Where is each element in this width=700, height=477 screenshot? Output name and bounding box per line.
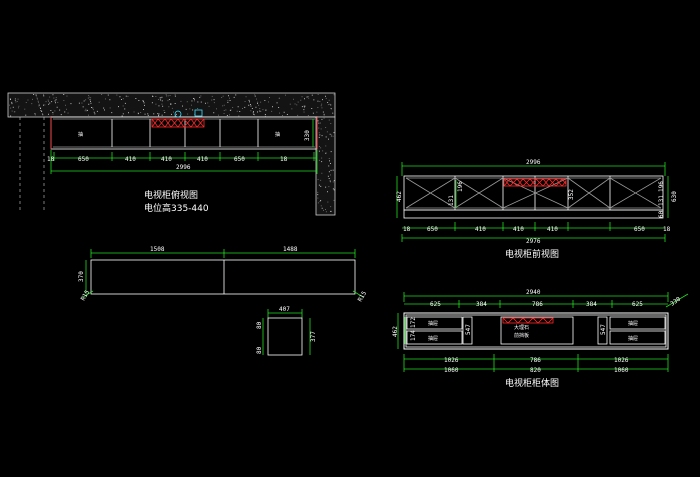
top-view-subcaption: 电位高335-440 [144, 202, 209, 214]
front-left-h3: 196 [457, 181, 464, 192]
drawer-label-left: 抽 [78, 131, 83, 138]
front-mid-h: 352 [568, 189, 575, 200]
front-seg-4: 410 [513, 226, 524, 233]
box-left-dim-2: 80 [256, 346, 263, 354]
stone-wall-side [315, 116, 336, 216]
top-view: 抽 抽 330 18 650 410 410 410 650 18 2996 电… [7, 92, 336, 216]
body-top-seg-5: 625 [632, 301, 643, 308]
front-cabinet-outline [403, 175, 664, 211]
slab-view: 1508 1488 370 R15 R15 [78, 246, 368, 303]
body-top-seg-1: 625 [430, 301, 441, 308]
box-outline [267, 317, 303, 356]
body-label-right-1: 抽屉 [628, 320, 638, 327]
top-seg-6: 650 [234, 156, 245, 163]
front-right-h4: 60 [658, 210, 665, 218]
box-view: 407 80 80 377 [256, 306, 317, 356]
front-view: 2996 462 131 196 352 [396, 159, 678, 260]
front-view-caption: 电视柜前视图 [505, 248, 559, 260]
front-bottom-total: 2976 [526, 238, 541, 245]
front-right-h2: 196 [658, 181, 665, 192]
slab-left-mark: R15 [80, 289, 92, 302]
body-row1-2: 786 [530, 357, 541, 364]
body-label-center-1: 大理石 [514, 324, 529, 331]
body-top-total: 2940 [526, 289, 541, 296]
front-seg-2: 650 [427, 226, 438, 233]
slab-right-mark: R15 [357, 290, 369, 303]
body-label-left-1: 抽屉 [428, 320, 438, 327]
body-side-dim: 330 [669, 295, 682, 307]
stone-wall-top [7, 92, 336, 118]
top-depth-dim: 330 [304, 130, 311, 141]
body-top-seg-4: 384 [586, 301, 597, 308]
front-seg-3: 410 [475, 226, 486, 233]
body-label-right-2: 抽屉 [628, 335, 638, 342]
body-inner-dim-2: 547 [600, 324, 607, 335]
body-view-caption: 电视柜柜体图 [505, 377, 559, 389]
front-left-h2: 131 [448, 195, 455, 206]
body-top-seg-3: 786 [532, 301, 543, 308]
body-row1-1: 1026 [444, 357, 459, 364]
body-label-left-2: 抽屉 [428, 335, 438, 342]
body-left-h2: 174 [410, 330, 417, 341]
body-top-seg-2: 384 [476, 301, 487, 308]
box-width: 407 [279, 306, 290, 313]
front-seg-5: 410 [547, 226, 558, 233]
body-row1-3: 1026 [614, 357, 629, 364]
top-seg-2: 650 [78, 156, 89, 163]
body-left-h1: 462 [392, 326, 399, 337]
body-outline [403, 312, 669, 350]
top-seg-5: 410 [197, 156, 208, 163]
body-inner-dim-1: 547 [465, 324, 472, 335]
top-total-dim: 2996 [176, 164, 191, 171]
slab-left-width: 1508 [150, 246, 165, 253]
body-view: 2940 330 625 384 786 384 625 抽屉 抽屉 547 大… [392, 289, 689, 389]
front-right-h3: 131 [658, 195, 665, 206]
box-right-dim: 377 [310, 331, 317, 342]
box-left-dim-1: 80 [256, 321, 263, 329]
top-seg-4: 410 [161, 156, 172, 163]
drawer-label-right: 抽 [275, 131, 280, 138]
top-seg-7: 18 [280, 156, 288, 163]
body-row2-3: 1060 [614, 367, 629, 374]
slab-height: 370 [78, 271, 85, 282]
slab-right-width: 1488 [283, 246, 298, 253]
top-seg-1: 18 [47, 156, 55, 163]
front-seg-1: 18 [403, 226, 411, 233]
stone-texture [9, 94, 335, 213]
front-right-h1: 630 [671, 191, 678, 202]
front-seg-7: 18 [663, 226, 671, 233]
body-left-h3: 172 [410, 317, 417, 328]
slab-outline [90, 259, 356, 295]
front-top-total: 2996 [526, 159, 541, 166]
front-left-h1: 462 [396, 191, 403, 202]
top-view-caption: 电视柜俯视图 [144, 189, 198, 201]
front-seg-6: 650 [634, 226, 645, 233]
body-row2-2: 820 [530, 367, 541, 374]
body-label-center-2: 前挡板 [514, 332, 529, 339]
top-seg-3: 410 [125, 156, 136, 163]
body-row2-1: 1060 [444, 367, 459, 374]
